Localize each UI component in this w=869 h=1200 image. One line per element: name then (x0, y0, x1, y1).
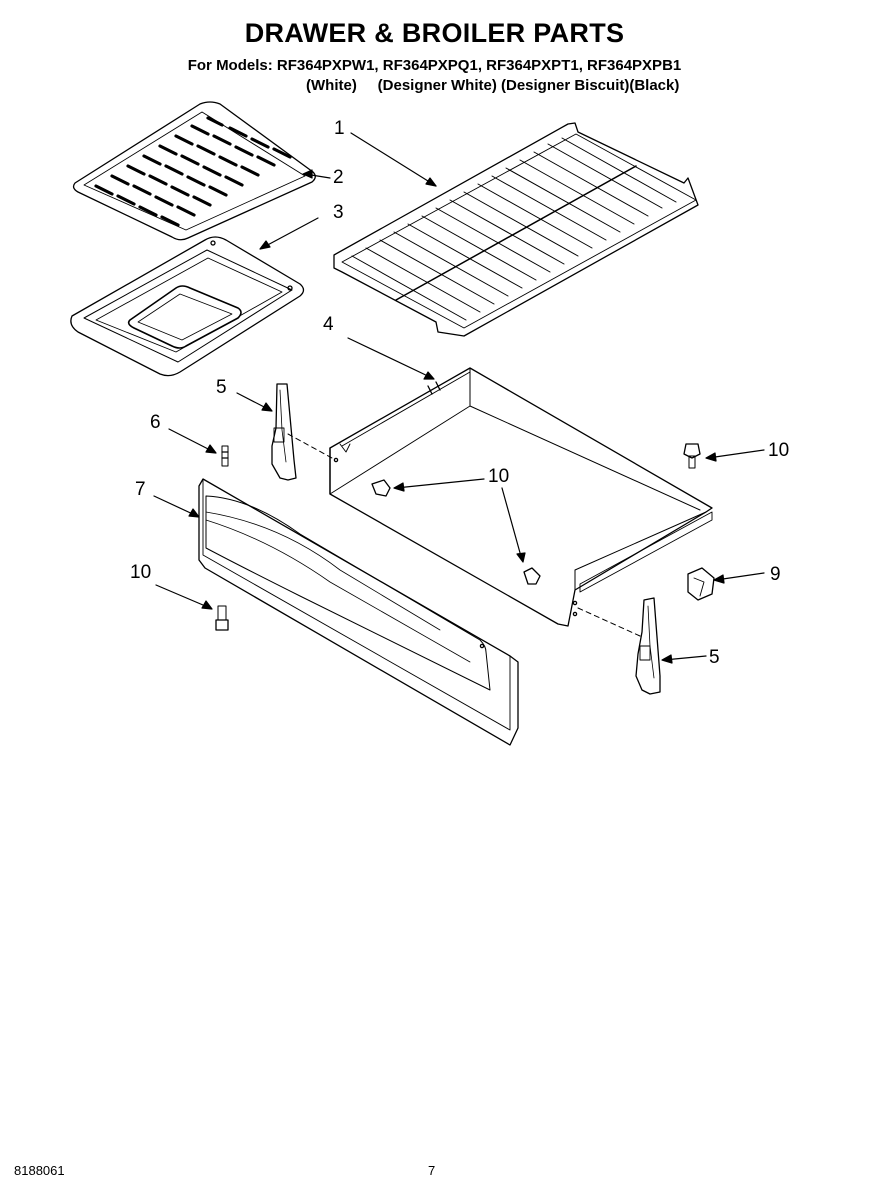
callout-10-right: 10 (768, 440, 790, 461)
page-number: 7 (428, 1163, 436, 1178)
screw-part-10-top (683, 443, 701, 469)
drawer-liner-rack (333, 122, 699, 337)
broiler-pan (70, 236, 305, 377)
drawer-slide-left (271, 383, 297, 481)
document-number: 8188061 (14, 1163, 65, 1178)
model-colors: (White) (Designer White) (Designer Biscu… (306, 77, 680, 94)
model-list: For Models: RF364PXPW1, RF364PXPQ1, RF36… (187, 57, 682, 74)
screw-part-10-left (215, 605, 229, 631)
screw-part-6 (221, 445, 229, 467)
callout-2: 2 (333, 167, 344, 188)
broiler-grid (72, 101, 316, 241)
callout-5-left: 5 (216, 377, 227, 398)
callout-9: 9 (770, 564, 781, 585)
drawer-slide-right (635, 597, 661, 695)
callout-1: 1 (334, 118, 345, 139)
screw-part-10-drawer (371, 479, 391, 497)
leader-lines (153, 132, 765, 664)
callout-4: 4 (323, 314, 334, 335)
callout-7: 7 (135, 479, 146, 500)
callout-3: 3 (333, 202, 344, 223)
callout-10-left: 10 (130, 562, 152, 583)
drawer-body (329, 367, 713, 627)
screw-part-10-drawer-side (523, 567, 541, 585)
bracket-part-9 (687, 567, 715, 601)
alignment-lines (287, 433, 641, 637)
callout-5-right: 5 (709, 647, 720, 668)
drawer-front-panel (198, 478, 519, 746)
callout-10-center: 10 (488, 466, 510, 487)
callout-6: 6 (150, 412, 161, 433)
page-title: DRAWER & BROILER PARTS (244, 18, 625, 48)
